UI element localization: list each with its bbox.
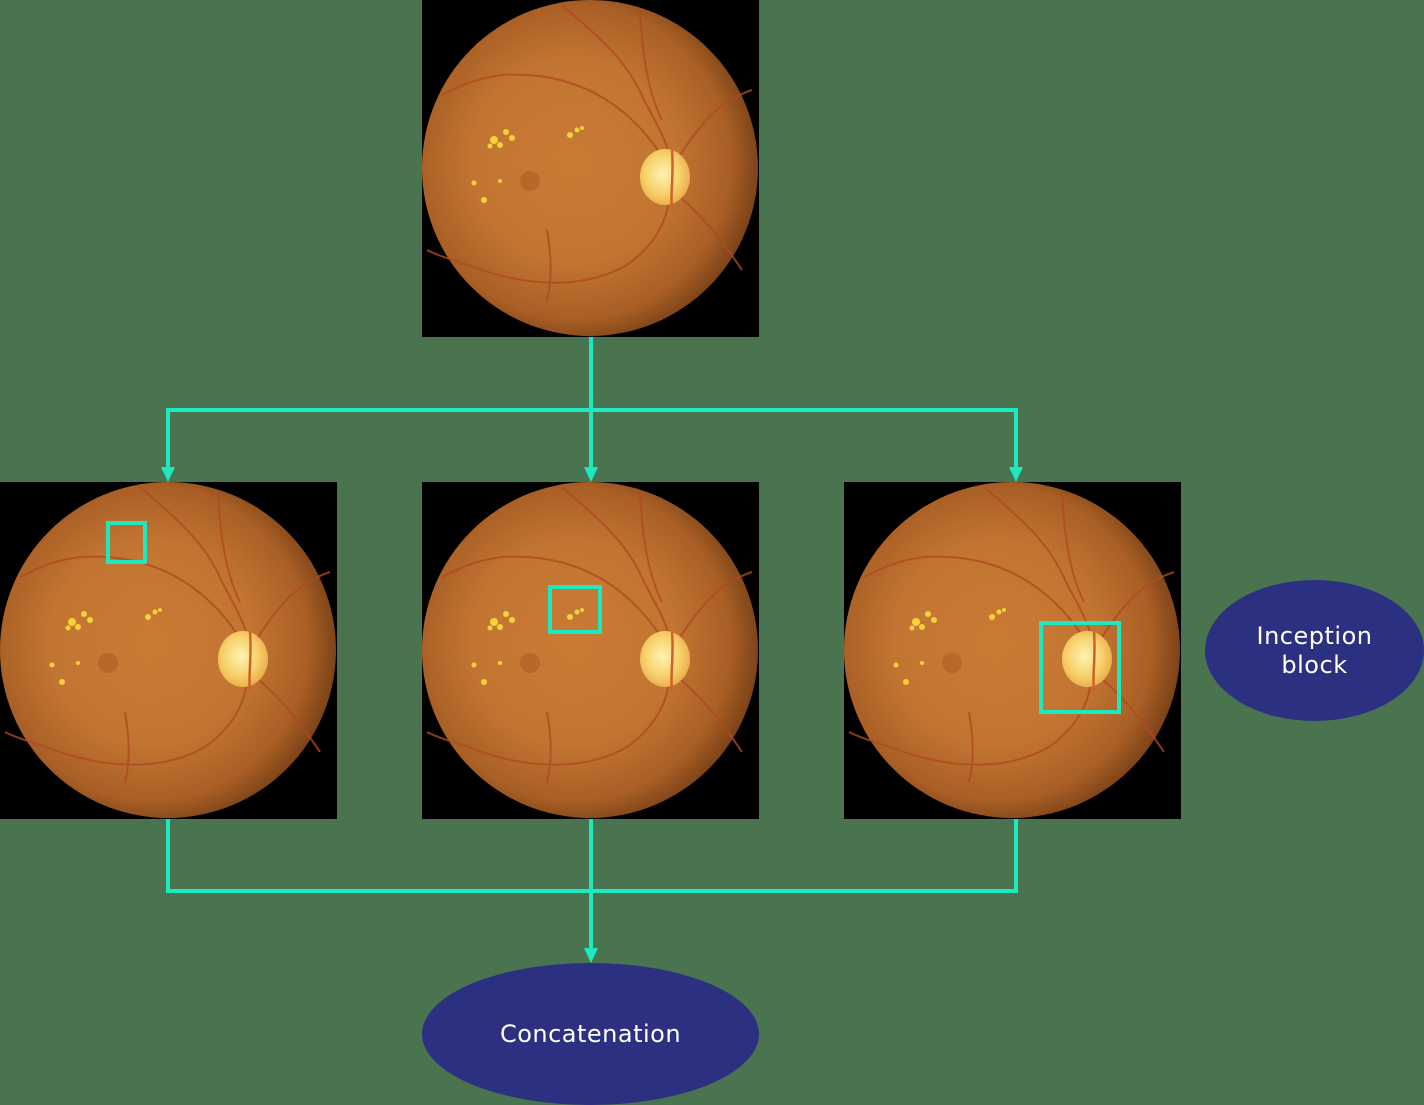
inception-label-line1: Inception (1256, 621, 1373, 650)
retina-image (422, 482, 759, 819)
connector-from-branch-2 (589, 819, 593, 893)
retina-image (422, 0, 759, 337)
connector-from-branch-1 (166, 819, 170, 893)
retina-image (0, 482, 337, 819)
arrow-down-icon (1009, 467, 1023, 482)
connector-input-down (589, 337, 593, 412)
inception-label-line2: block (1281, 650, 1348, 679)
arrow-down-icon (584, 467, 598, 482)
roi-box-small (106, 521, 147, 564)
arrow-down-icon (161, 467, 175, 482)
roi-box-medium (548, 585, 602, 634)
branch-fundus-image-2 (422, 482, 759, 819)
branch-fundus-image-3 (844, 482, 1181, 819)
concatenation-node: Concatenation (422, 963, 759, 1105)
concatenation-label: Concatenation (499, 1019, 682, 1048)
arrow-down-icon (584, 948, 598, 963)
connector-to-branch-1 (166, 408, 170, 470)
roi-box-large (1039, 621, 1121, 714)
connector-to-concat (589, 889, 593, 951)
connector-from-branch-3 (1014, 819, 1018, 893)
connector-to-branch-3 (1014, 408, 1018, 470)
inception-block-node: Inception block (1205, 580, 1424, 721)
branch-fundus-image-1 (0, 482, 337, 819)
input-fundus-image (422, 0, 759, 337)
retina-image (844, 482, 1181, 819)
connector-to-branch-2 (589, 408, 593, 470)
